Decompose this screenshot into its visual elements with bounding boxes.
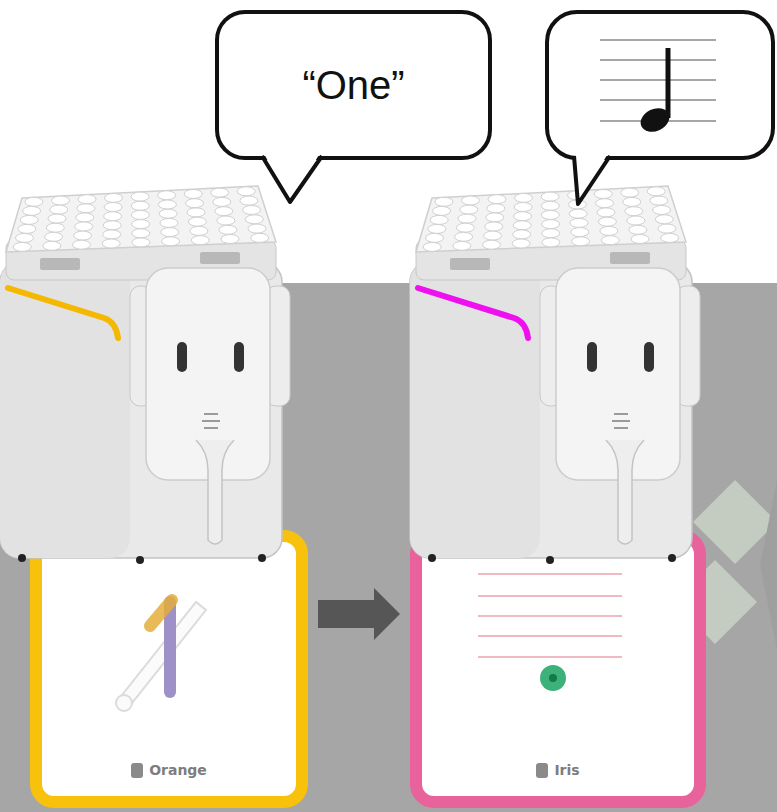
note-dot <box>540 665 566 691</box>
music-bubble-part <box>600 40 716 121</box>
device-name: Iris <box>536 762 579 778</box>
music-bubble-part-part <box>600 59 716 61</box>
music-bubble-part-part <box>600 79 716 81</box>
staff-card-illustration-part <box>478 595 622 597</box>
color-stripe <box>418 288 528 338</box>
staff-card-illustration-part <box>478 635 622 637</box>
music-bubble-part <box>574 156 610 204</box>
robot-orange <box>0 186 290 564</box>
number-one-illustration <box>116 596 206 711</box>
flow-arrow <box>318 588 400 640</box>
staff-card-illustration-part <box>478 573 622 575</box>
staff-card-illustration <box>478 574 622 657</box>
number-one-illustration-part <box>116 602 206 711</box>
staff-card-illustration-part <box>478 656 622 658</box>
card-label-row: Iris <box>422 762 694 778</box>
music-bubble <box>547 12 773 204</box>
bubble-tail <box>262 150 322 202</box>
speech-bubble: “One” <box>215 10 492 160</box>
music-bubble-part-part <box>600 120 716 122</box>
instrument-card: Orange <box>30 530 308 808</box>
device-name: Orange <box>131 762 207 778</box>
note-dot-part <box>540 665 566 691</box>
floor-band <box>0 283 777 812</box>
music-bubble-part-part <box>600 39 716 41</box>
bubble-tail-part <box>262 156 322 202</box>
card-label-row: Orange <box>42 762 296 778</box>
music-bubble-part <box>666 48 671 118</box>
staff-card-illustration-part <box>478 615 622 617</box>
speech-text: “One” <box>302 63 404 108</box>
robot-iris <box>410 186 700 564</box>
music-bubble-part <box>574 150 610 204</box>
music-bubble-part <box>637 104 673 137</box>
number-one-illustration-part-part <box>118 602 206 708</box>
note-dot-part <box>549 674 557 682</box>
music-bubble-part <box>547 12 773 158</box>
music-bubble-part-part <box>600 99 716 101</box>
number-one-illustration-part <box>164 596 176 698</box>
decor-diamonds-part <box>760 480 777 650</box>
music-card: Iris <box>410 530 706 808</box>
bubble-tail-part <box>262 150 322 202</box>
number-one-illustration-part <box>150 600 172 626</box>
color-stripe <box>8 288 118 338</box>
number-one-illustration-part-part <box>116 695 132 711</box>
